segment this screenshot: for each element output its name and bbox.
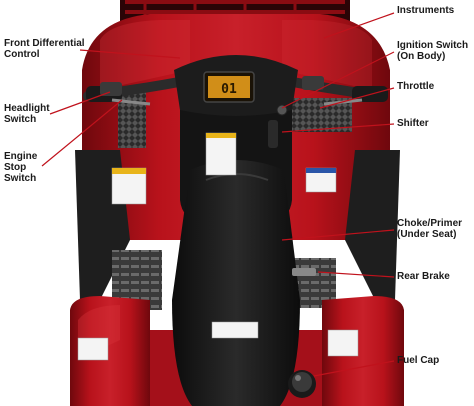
ignition-switch xyxy=(276,104,288,116)
right-side-panel xyxy=(345,150,400,300)
warning-decals xyxy=(77,132,359,361)
right-mesh-grille xyxy=(290,98,352,132)
seat xyxy=(172,160,300,406)
shifter-lever xyxy=(268,120,278,148)
instrument-pod: 01 xyxy=(174,55,298,116)
fuel-cap xyxy=(288,370,316,398)
label-shifter: Shifter xyxy=(397,118,429,129)
headlight-switch-housing xyxy=(100,82,122,96)
label-fuel-cap: Fuel Cap xyxy=(397,355,440,366)
rear-brake-pedal xyxy=(292,268,316,276)
label-front-differential-control: Front Differential Control xyxy=(4,38,85,60)
leader-lines xyxy=(41,12,395,377)
label-rear-brake: Rear Brake xyxy=(397,271,450,282)
label-instruments: Instruments xyxy=(397,5,455,16)
label-choke-primer: Choke/Primer (Under Seat) xyxy=(397,218,463,240)
label-throttle: Throttle xyxy=(397,81,435,92)
display-reading: 01 xyxy=(221,82,237,97)
label-engine-stop-switch: Engine Stop Switch xyxy=(4,151,38,184)
label-headlight-switch: Headlight Switch xyxy=(4,103,50,125)
label-ignition-switch: Ignition Switch (On Body) xyxy=(397,40,469,62)
throttle-housing xyxy=(302,76,324,90)
